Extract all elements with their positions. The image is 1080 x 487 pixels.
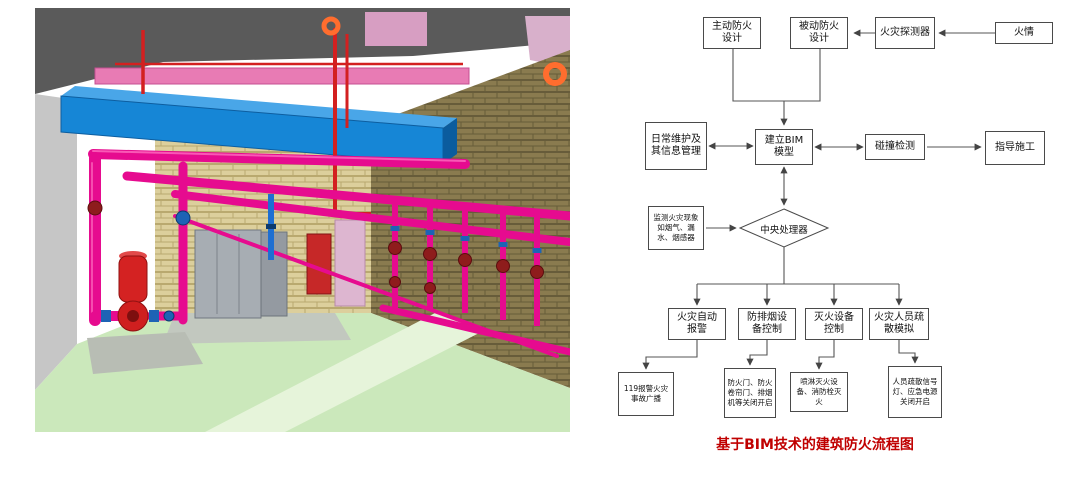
valve-handwheel-blue (163, 310, 175, 322)
pink-door (334, 219, 366, 307)
flowchart-node-extinguish-control: 灭火设备控制 (805, 308, 863, 340)
bim-3d-model-image (35, 8, 575, 432)
flowchart-node-fire-doors: 防火门、防火卷帘门、排烟机等关闭开启 (724, 368, 776, 418)
floor-walkway (205, 313, 485, 432)
central-processor-diamond (738, 208, 830, 248)
flowchart-connectors (642, 29, 995, 370)
flowchart-node-central-processor: 中央处理器 (760, 225, 808, 236)
fire-pump (87, 200, 191, 332)
ceiling (35, 8, 570, 94)
flowchart-node-auto-fire-alarm: 火灾自动报警 (668, 308, 726, 340)
flowchart-node-smoke-control: 防排烟设备控制 (738, 308, 796, 340)
equipment-pad (163, 313, 351, 344)
flowchart-node-daily-maintenance: 日常维护及其信息管理 (645, 122, 707, 170)
pink-beam (94, 67, 470, 85)
flowchart-node-evacuation-lights: 人员疏散信号灯、应急电源关闭开启 (888, 366, 942, 418)
blue-pipe (266, 194, 276, 260)
flowchart-node-fire-detector: 火灾探测器 (875, 17, 935, 49)
valve-handwheels (388, 226, 544, 294)
flowchart-node-alarm-broadcast: 119报警火灾事故广播 (618, 372, 674, 416)
flowchart-node-guide-construction: 指导施工 (985, 131, 1045, 165)
valve-handwheel-blue (175, 210, 191, 226)
valve-handwheel (87, 200, 103, 216)
orange-elbow-ring (321, 16, 341, 36)
flowchart-node-monitor-note: 监测火灾现象如烟气、漏水、烟感器 (648, 206, 704, 250)
ceiling-pink-block (365, 12, 427, 46)
flowchart-node-active-fire-design: 主动防火设计 (703, 17, 761, 49)
fire-protection-flowchart: 主动防火设计 被动防火设计 火灾探测器 火情 日常维护及其信息管理 建立BIM模… (610, 0, 1080, 487)
blue-air-duct (60, 86, 457, 165)
bim-3d-model-svg (35, 8, 575, 432)
flowchart-node-collision-detection: 碰撞检测 (865, 134, 925, 160)
orange-elbow-ring (543, 62, 567, 86)
flowchart-node-fire-event: 火情 (995, 22, 1053, 44)
flowchart-node-passive-fire-design: 被动防火设计 (790, 17, 848, 49)
flowchart-node-evacuation-simulation: 火灾人员疏散模拟 (869, 308, 929, 340)
left-wall (35, 94, 77, 390)
pump-pad (87, 332, 203, 374)
flowchart-node-sprinkler-hydrant: 喷淋灭火设备、消防栓灭火 (790, 372, 848, 412)
figure-caption: 基于BIM技术的建筑防火流程图 (716, 437, 914, 453)
flowchart-node-build-bim-model: 建立BIM模型 (755, 129, 813, 165)
